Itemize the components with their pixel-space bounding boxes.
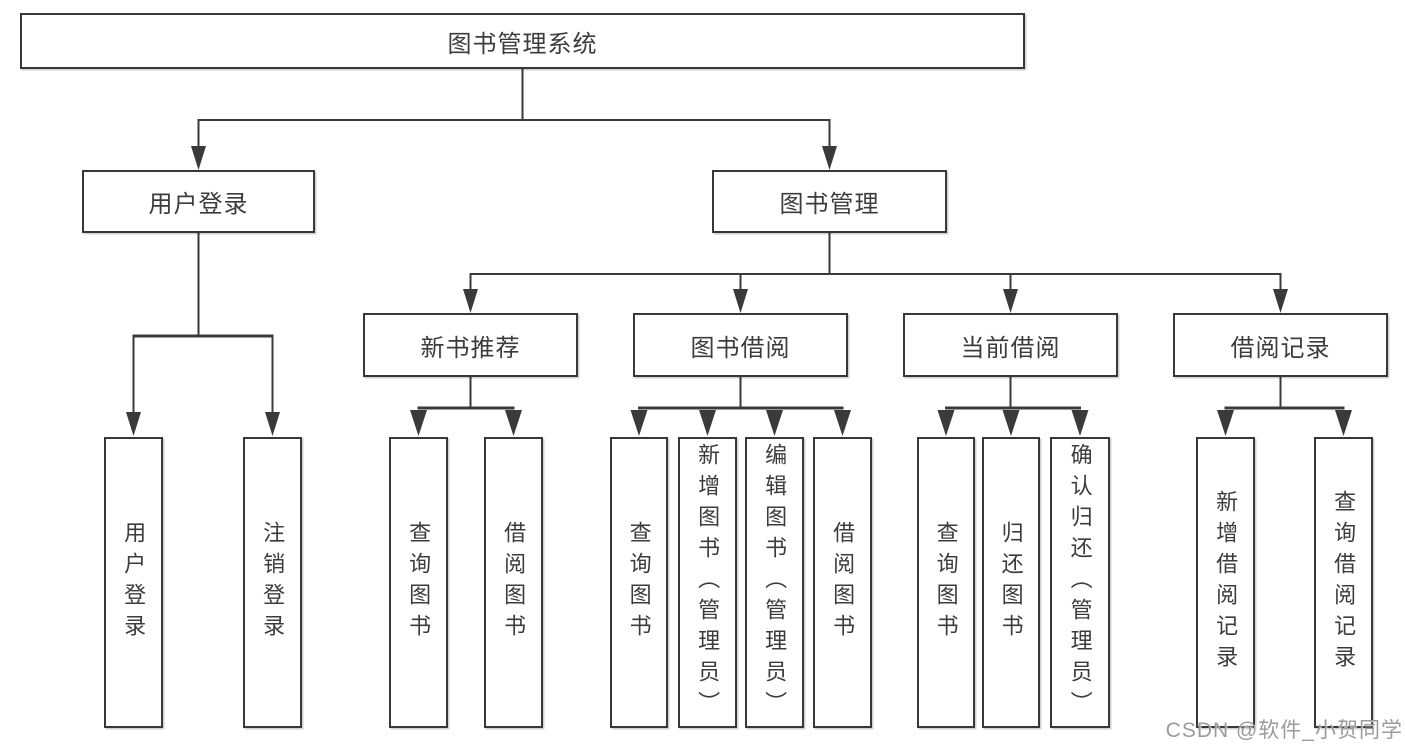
node-book-management: 图书管理 (712, 170, 947, 233)
node-label: 查询图书 (406, 520, 432, 645)
node-user-login: 用户登录 (82, 170, 315, 233)
node-label: 新书推荐 (420, 334, 521, 362)
node-borrowing-records: 借阅记录 (1173, 313, 1388, 377)
node-label: 图书借阅 (690, 334, 791, 362)
node-query-books-recommend: 查询图书 (389, 437, 448, 728)
connector-root-to-level2 (191, 69, 837, 170)
connector-book-borrowing-to-children (630, 377, 851, 436)
node-label: 注销登录 (260, 520, 286, 645)
node-user-login-leaf: 用户登录 (104, 437, 163, 728)
node-add-books-admin: 新增图书（管理员） (678, 437, 737, 728)
node-library-management-system: 图书管理系统 (20, 13, 1025, 69)
node-label: 用户登录 (148, 191, 249, 218)
connector-borrowing-records-to-children (1217, 377, 1352, 436)
node-book-borrowing: 图书借阅 (633, 313, 848, 377)
node-label: 查询借阅记录 (1331, 489, 1357, 676)
node-label: 图书管理系统 (447, 30, 598, 58)
node-query-borrow-record: 查询借阅记录 (1314, 437, 1373, 728)
node-label: 查询图书 (626, 520, 652, 645)
node-new-book-recommendation: 新书推荐 (363, 313, 578, 377)
node-label: 图书管理 (779, 191, 880, 218)
node-label: 借阅记录 (1230, 334, 1331, 362)
node-label: 用户登录 (121, 520, 147, 645)
node-label: 新增借阅记录 (1213, 489, 1239, 676)
node-edit-books-admin: 编辑图书（管理员） (745, 437, 804, 728)
node-borrow-books-recommend: 借阅图书 (484, 437, 543, 728)
connector-book-management-to-level3 (463, 233, 1288, 313)
node-borrow-books-borrowing: 借阅图书 (813, 437, 872, 728)
node-logout: 注销登录 (243, 437, 302, 728)
connector-current-borrowing-to-children (937, 377, 1089, 436)
csdn-watermark: CSDN @软件_小贺同学 (1165, 719, 1403, 742)
node-label: 归还图书 (998, 520, 1024, 645)
node-label: 新增图书（管理员） (695, 443, 721, 722)
node-add-borrow-record: 新增借阅记录 (1196, 437, 1255, 728)
connector-new-book-recommendation-to-children (410, 377, 522, 436)
node-query-books-borrowing: 查询图书 (610, 437, 668, 728)
node-current-borrowing: 当前借阅 (903, 313, 1118, 377)
connector-user-login-to-children (126, 233, 280, 436)
node-query-books-current: 查询图书 (917, 437, 975, 728)
node-label: 借阅图书 (830, 520, 856, 645)
node-label: 确认归还（管理员） (1067, 443, 1093, 722)
node-return-books: 归还图书 (982, 437, 1040, 728)
node-confirm-return-admin: 确认归还（管理员） (1050, 437, 1110, 728)
node-label: 查询图书 (933, 520, 959, 645)
node-label: 借阅图书 (501, 520, 527, 645)
node-label: 当前借阅 (960, 334, 1061, 362)
node-label: 编辑图书（管理员） (762, 443, 788, 722)
